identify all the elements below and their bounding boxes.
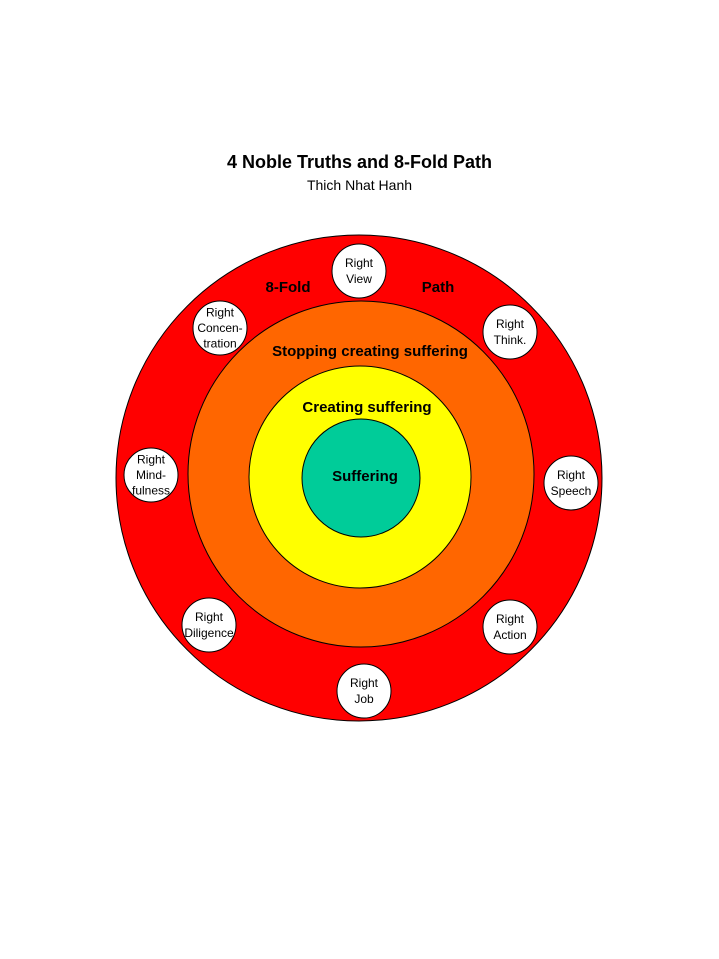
path-node-label: fulness <box>132 484 170 498</box>
path-node-label: tration <box>203 337 236 351</box>
label-creating-suffering: Creating suffering <box>302 399 431 416</box>
path-node-label: View <box>346 272 372 286</box>
path-node-label: Right <box>350 676 379 690</box>
path-node-label: Concen- <box>197 321 242 335</box>
path-node-label: Job <box>354 692 374 706</box>
label-stopping-creating-suffering: Stopping creating suffering <box>272 343 468 360</box>
path-node-label: Mind- <box>136 468 166 482</box>
path-node-label: Right <box>496 317 525 331</box>
core-suffering <box>301 418 421 538</box>
path-node-circle <box>331 243 387 299</box>
path-node-circle <box>192 300 248 356</box>
label-path: Path <box>422 279 455 296</box>
path-node-label: Right <box>195 610 224 624</box>
label-suffering: Suffering <box>332 468 398 485</box>
path-node-circle <box>181 597 237 653</box>
path-node-label: Diligence <box>184 626 234 640</box>
path-node-label: Right <box>137 453 166 467</box>
diagram-title: 4 Noble Truths and 8-Fold Path <box>226 152 493 172</box>
path-node-circle <box>336 663 392 719</box>
path-node-label: Right <box>557 468 586 482</box>
path-node-circle <box>123 447 179 503</box>
path-nodes: RightViewRightThink.RightSpeechRightActi… <box>123 243 599 719</box>
path-node-label: Right <box>206 306 235 320</box>
path-node-label: Right <box>345 256 374 270</box>
path-node-label: Right <box>496 612 525 626</box>
path-node-label: Think. <box>494 333 527 347</box>
path-node-circle <box>482 304 538 360</box>
path-node-circle <box>543 455 599 511</box>
path-node-label: Speech <box>551 484 592 498</box>
path-node-circle <box>482 599 538 655</box>
label-8-fold: 8-Fold <box>266 279 311 296</box>
diagram-subtitle: Thich Nhat Hanh <box>306 177 413 193</box>
path-node-label: Action <box>493 628 526 642</box>
